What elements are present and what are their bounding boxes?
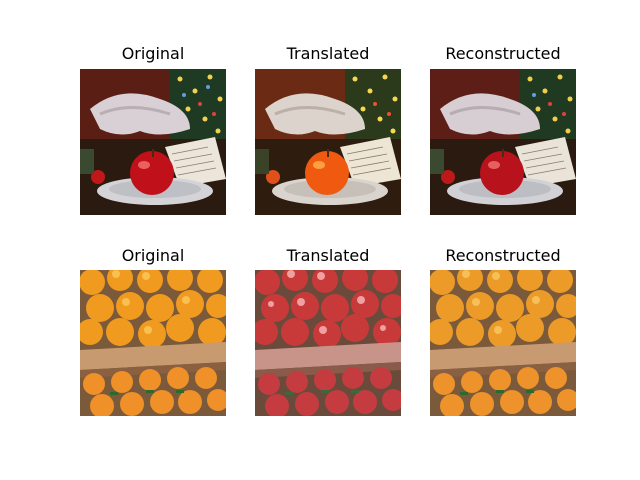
image-r1-reconstructed: [430, 69, 576, 215]
image-r2-translated: [255, 270, 401, 416]
panel-title-r2-original: Original: [121, 246, 185, 265]
image-r1-original: [80, 69, 226, 215]
apple-crates-image: [255, 270, 401, 416]
orange-crates-image: [80, 270, 226, 416]
apple-scene-image: [255, 69, 401, 215]
panel-title-r2-reconstructed: Reconstructed: [445, 246, 561, 265]
apple-scene-image: [430, 69, 576, 215]
panel-title-r2-translated: Translated: [286, 246, 370, 265]
panel-title-r1-original: Original: [121, 44, 185, 63]
image-r2-original: [80, 270, 226, 416]
image-r2-reconstructed: [430, 270, 576, 416]
image-r1-translated: [255, 69, 401, 215]
orange-crates-image: [430, 270, 576, 416]
apple-scene-image: [80, 69, 226, 215]
panel-title-r1-reconstructed: Reconstructed: [445, 44, 561, 63]
panel-title-r1-translated: Translated: [286, 44, 370, 63]
